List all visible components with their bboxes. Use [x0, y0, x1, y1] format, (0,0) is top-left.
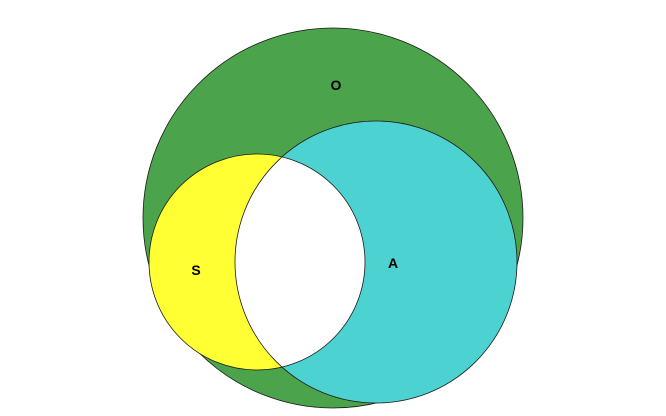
- set-a-outline: [234, 120, 518, 404]
- set-a-label: A: [388, 255, 398, 271]
- set-s-outline: [148, 153, 366, 371]
- set-o-label: O: [331, 77, 342, 93]
- set-s-a-intersection-region: [235, 154, 365, 370]
- set-s-label: S: [191, 262, 200, 278]
